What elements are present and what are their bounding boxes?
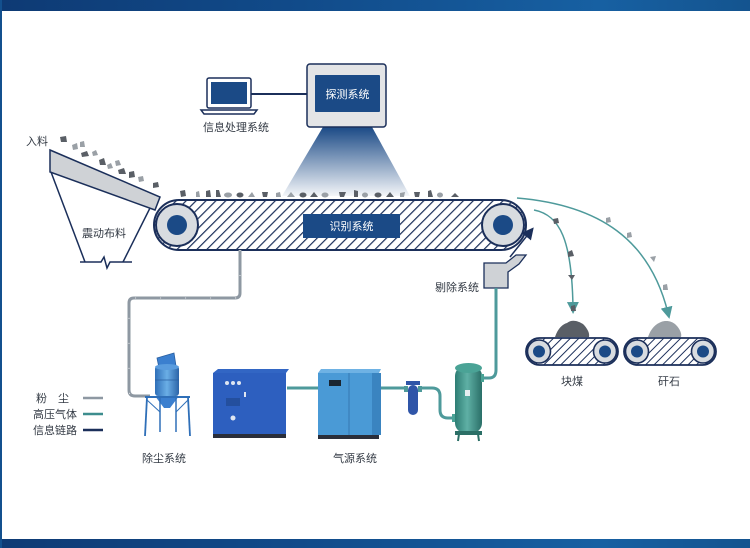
bottom-frame-bar <box>0 539 750 548</box>
gangue-trajectory <box>516 197 673 319</box>
dust-removal-label: 除尘系统 <box>142 451 186 465</box>
dust-pipe <box>127 250 242 398</box>
dust-collector <box>144 352 191 437</box>
detection-beam <box>282 127 410 196</box>
gangue-conveyor <box>623 337 717 366</box>
left-frame-bar <box>0 0 2 548</box>
air-receiver-tank <box>452 363 484 442</box>
detection-system-box <box>306 63 387 128</box>
coal-conveyor <box>525 337 619 366</box>
air-compressor <box>318 369 381 439</box>
rejection-label: 剔除系统 <box>435 280 479 294</box>
gangue-pile <box>648 321 682 337</box>
top-frame-bar <box>0 0 750 11</box>
legend-label-dust: 粉 尘 <box>36 392 69 405</box>
feed-in-label: 入料 <box>26 134 48 148</box>
legend: 粉 尘 高压气体 信息链路 <box>33 392 103 437</box>
air-pipe <box>287 288 498 420</box>
legend-label-air: 高压气体 <box>33 407 77 421</box>
air-source-label: 气源系统 <box>333 451 377 465</box>
gangue-label: 矸石 <box>658 375 680 388</box>
falling-stones-feeder <box>60 136 159 188</box>
legend-label-link: 信息链路 <box>33 423 77 437</box>
stones-on-belt <box>180 190 459 198</box>
info-processing-label: 信息处理系统 <box>203 120 269 134</box>
coal-pile <box>555 320 590 337</box>
rejection-nozzle <box>483 254 528 289</box>
laptop-icon <box>199 77 259 115</box>
lump-coal-label: 块煤 <box>561 375 583 388</box>
air-dryer <box>213 369 289 438</box>
air-jet-arrow <box>509 227 534 258</box>
flying-stones <box>553 217 668 311</box>
recognition-system-box <box>303 214 400 238</box>
vibrating-feeder-label: 震动布料 <box>82 226 126 240</box>
air-filter <box>404 381 422 415</box>
vibrating-feeder <box>49 148 161 271</box>
detection-label: 探测系统 <box>326 88 370 101</box>
coal-trajectory <box>533 209 579 314</box>
recognition-label: 识别系统 <box>330 220 374 233</box>
